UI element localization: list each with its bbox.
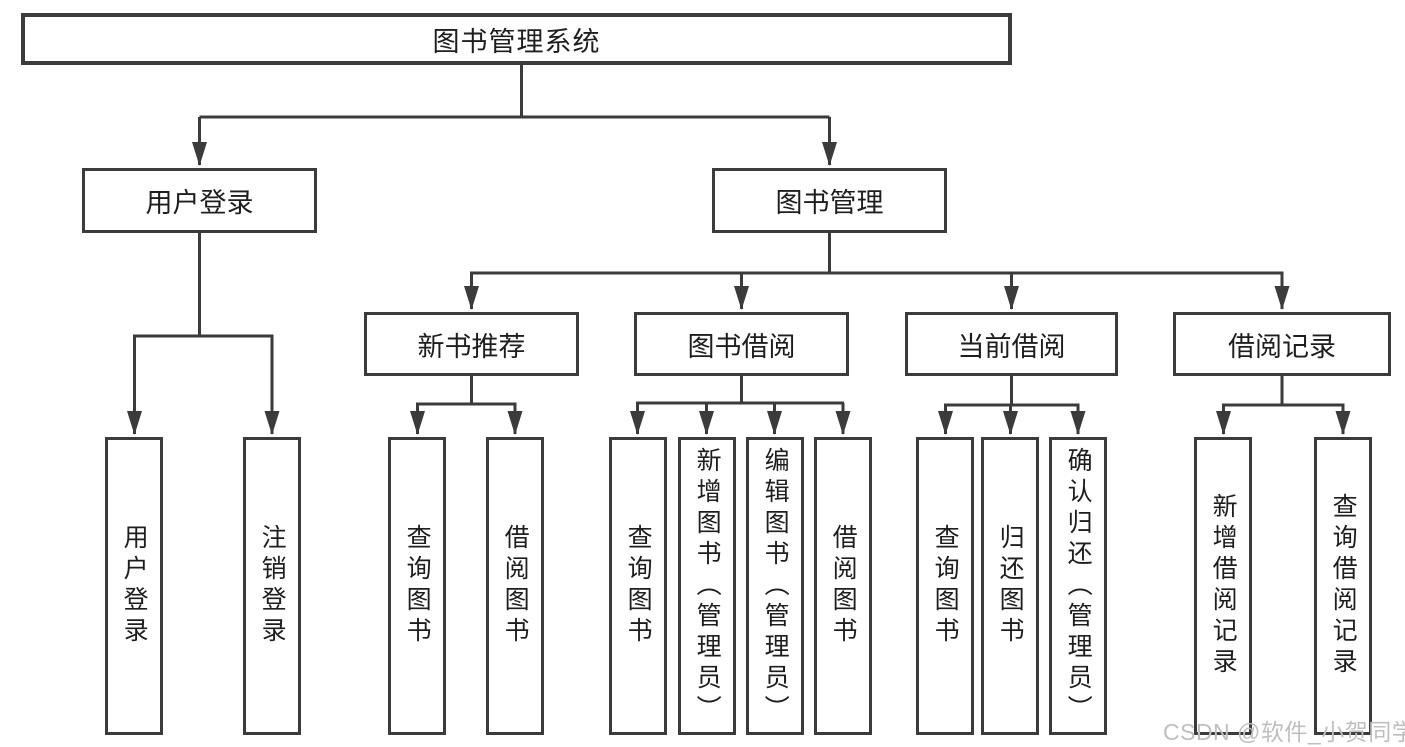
connectors-book-management	[464, 233, 1290, 310]
node-new-book-recommend: 新书推荐	[364, 312, 579, 376]
leaf-query-books-current: 查询图书	[916, 437, 974, 735]
connectors-book-borrowing	[630, 376, 851, 435]
leaf-edit-books-admin: 编辑图书（管理员）	[746, 437, 804, 735]
leaf-query-books-borrow: 查询图书	[609, 437, 667, 735]
connectors-current-borrowing	[938, 376, 1086, 435]
leaf-query-books-recommend: 查询图书	[388, 437, 446, 735]
leaf-label: 查询图书	[931, 524, 960, 648]
leaf-return-books: 归还图书	[981, 437, 1039, 735]
leaf-user-login: 用户登录	[105, 437, 163, 735]
leaf-label: 借阅图书	[829, 524, 858, 648]
node-book-borrowing: 图书借阅	[634, 312, 849, 376]
leaf-label: 查询图书	[403, 524, 432, 648]
leaf-label: 查询图书	[624, 524, 653, 648]
leaf-label: 确认归还（管理员）	[1064, 446, 1093, 726]
leaf-label: 用户登录	[120, 524, 149, 648]
node-root: 图书管理系统	[21, 13, 1012, 65]
connectors-borrowing-records	[1216, 375, 1351, 435]
node-book-management: 图书管理	[712, 168, 947, 233]
leaf-query-borrow-record: 查询借阅记录	[1314, 437, 1372, 735]
connectors-new-book-recommend	[410, 376, 523, 435]
leaf-borrow-books-recommend: 借阅图书	[486, 437, 544, 735]
node-borrowing-records: 借阅记录	[1173, 312, 1391, 376]
leaf-add-books-admin: 新增图书（管理员）	[678, 437, 736, 735]
leaf-confirm-return-admin: 确认归还（管理员）	[1049, 437, 1107, 735]
node-user-login: 用户登录	[82, 168, 317, 233]
leaf-logout: 注销登录	[243, 437, 301, 735]
leaf-label: 注销登录	[258, 524, 287, 648]
leaf-borrow-books: 借阅图书	[814, 437, 872, 735]
leaf-label: 查询借阅记录	[1329, 493, 1358, 679]
watermark: CSDN @软件_小贺同学	[1163, 719, 1405, 745]
leaf-label: 借阅图书	[501, 524, 530, 648]
connectors-user-login	[127, 233, 280, 435]
leaf-label: 编辑图书（管理员）	[761, 446, 790, 726]
connectors-root	[192, 65, 837, 166]
leaf-label: 新增借阅记录	[1209, 493, 1238, 679]
leaf-label: 新增图书（管理员）	[693, 446, 722, 726]
leaf-label: 归还图书	[996, 524, 1025, 648]
node-current-borrowing: 当前借阅	[905, 312, 1118, 376]
leaf-add-borrow-record: 新增借阅记录	[1194, 437, 1252, 735]
